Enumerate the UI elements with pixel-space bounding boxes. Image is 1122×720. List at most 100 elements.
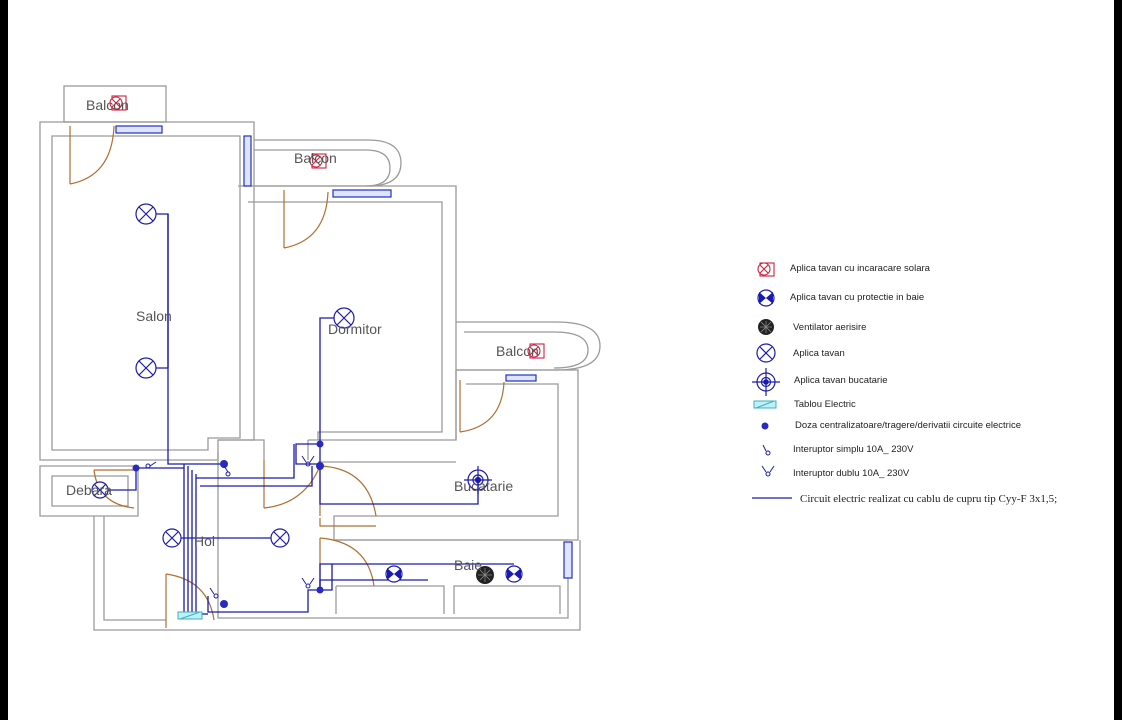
single-switch-icon	[209, 587, 219, 599]
room-label-dormitor: Dormitor	[328, 321, 382, 337]
single-switch-icon	[145, 461, 157, 469]
room-labels: Balcon Balcon Balcon Salon Dormitor Deba…	[66, 97, 539, 573]
legend-label-panel: Tablou Electric	[794, 399, 856, 410]
walls	[39, 85, 601, 631]
wall-hol-right	[217, 452, 569, 619]
bathroom-ceiling-light-icon	[505, 565, 523, 583]
wall-dormitor-inner	[248, 201, 443, 440]
legend-icon-kitchen	[752, 368, 780, 396]
legend-label-junction: Doza centralizatoare/tragere/derivatii c…	[795, 420, 1021, 431]
window-baie	[563, 541, 573, 579]
junction-box-icon	[220, 460, 228, 468]
legend-label-bathroom: Aplica tavan cu protectie in baie	[790, 292, 924, 303]
double-switch-icon	[301, 455, 315, 467]
room-label-baie: Baie	[454, 557, 482, 573]
ceiling-light-icon	[135, 357, 157, 379]
legend-icon-fan	[758, 319, 774, 335]
junction-box-icon	[316, 440, 324, 448]
room-label-salon: Salon	[136, 308, 172, 324]
ceiling-light-icon	[270, 528, 290, 548]
door-baie	[319, 537, 375, 587]
windows	[115, 125, 573, 579]
legend-label-double-switch: Interuptor dublu 10A_ 230V	[793, 468, 910, 479]
junction-box-icon	[316, 586, 324, 594]
single-switch-icon	[223, 465, 231, 477]
legend-icon-single-switch	[762, 444, 771, 456]
legend-label-kitchen: Aplica tavan bucatarie	[794, 375, 887, 386]
room-label-debara: Debara	[66, 482, 112, 498]
kitchen-ceiling-light-icon	[464, 466, 492, 494]
electrical-floor-plan: Balcon Balcon Balcon Salon Dormitor Deba…	[39, 85, 1057, 631]
wall-balcon-right-outer	[456, 321, 601, 371]
legend-label-ceiling: Aplica tavan	[793, 348, 845, 359]
legend-label-solar: Aplica tavan cu incaracare solara	[790, 263, 931, 274]
legend-label-single-switch: Interuptor simplu 10A_ 230V	[793, 444, 914, 455]
window-salon-side	[243, 135, 252, 187]
legend-icon-ceiling	[756, 343, 776, 363]
room-label-hol: Hol	[194, 533, 215, 549]
electric-panel-icon	[177, 611, 203, 620]
legend-label-circuit-line: Circuit electric realizat cu cablu de cu…	[800, 493, 1057, 505]
ceiling-light-icon	[91, 481, 109, 499]
room-label-balcon-right: Balcon	[496, 343, 539, 359]
fixtures	[91, 95, 545, 620]
double-switch-icon	[301, 577, 315, 589]
wall-baie-inner-b	[453, 585, 561, 614]
room-label-bucatarie: Bucatarie	[454, 478, 513, 494]
ceiling-light-icon	[162, 528, 182, 548]
door-entrance	[165, 573, 215, 628]
door-bucatarie	[319, 465, 377, 517]
legend-icon-solar	[757, 262, 775, 277]
window-bucatarie	[505, 374, 537, 382]
wall-bucatarie	[333, 369, 579, 541]
legend: Aplica tavan cu incaracare solara Aplica…	[752, 262, 1057, 505]
room-label-balcon-top: Balcon	[86, 97, 129, 113]
legend-label-fan: Ventilator aerisire	[793, 322, 866, 333]
window-dormitor	[332, 189, 392, 198]
door-bucatarie-frame	[319, 518, 376, 527]
wall-baie-inner-a	[336, 585, 445, 614]
ventilation-fan-icon	[476, 566, 494, 584]
wall-debara-inner	[51, 475, 129, 507]
wire-baie-switch	[320, 564, 333, 591]
wall-salon-inner	[51, 135, 241, 451]
wiring	[108, 213, 514, 615]
junction-box-icon	[316, 462, 324, 470]
room-label-balcon-mid: Balcon	[294, 150, 337, 166]
wall-dormitor-outer	[238, 185, 457, 441]
wire-dormitor-feed	[196, 444, 295, 479]
wire-bucatarie-feed	[200, 466, 313, 487]
wall-debara-outer	[39, 465, 139, 517]
wall-balcon-mid-outer	[254, 139, 402, 187]
wall-hol-inner	[103, 516, 166, 621]
door-dormitor	[263, 460, 321, 509]
wall-balcon-right-inner	[464, 331, 589, 369]
junction-box-icon	[220, 600, 228, 608]
doors	[69, 125, 505, 628]
wall-stub-a	[218, 439, 265, 460]
wire-dormitor	[295, 317, 344, 465]
ceiling-light-icon	[135, 203, 157, 225]
door-debara	[93, 469, 135, 509]
wire-baie-feed	[224, 589, 320, 613]
solar-ceiling-light-icon	[309, 153, 327, 169]
solar-ceiling-light-icon	[109, 95, 127, 111]
wire-entrance	[207, 596, 224, 613]
drawing-sheet: Balcon Balcon Balcon Salon Dormitor Deba…	[8, 0, 1114, 720]
legend-icon-double-switch	[761, 465, 775, 477]
legend-icon-junction	[761, 422, 769, 430]
ceiling-light-icon	[333, 307, 355, 329]
bathroom-ceiling-light-icon	[385, 565, 403, 583]
solar-ceiling-light-icon	[527, 343, 545, 359]
wire-debara-light	[108, 468, 137, 491]
door-balcon-top	[69, 125, 115, 185]
junction-box-icon	[132, 464, 140, 472]
wall-lower-outer	[93, 516, 581, 631]
wire-salon-lights	[146, 213, 169, 368]
wall-balcon-mid-inner	[254, 149, 391, 187]
legend-icon-bathroom	[757, 289, 775, 307]
door-balcon-right	[459, 380, 505, 433]
door-balcon-mid	[283, 190, 329, 249]
wall-salon-outer	[39, 121, 255, 461]
legend-icon-panel	[753, 400, 777, 409]
